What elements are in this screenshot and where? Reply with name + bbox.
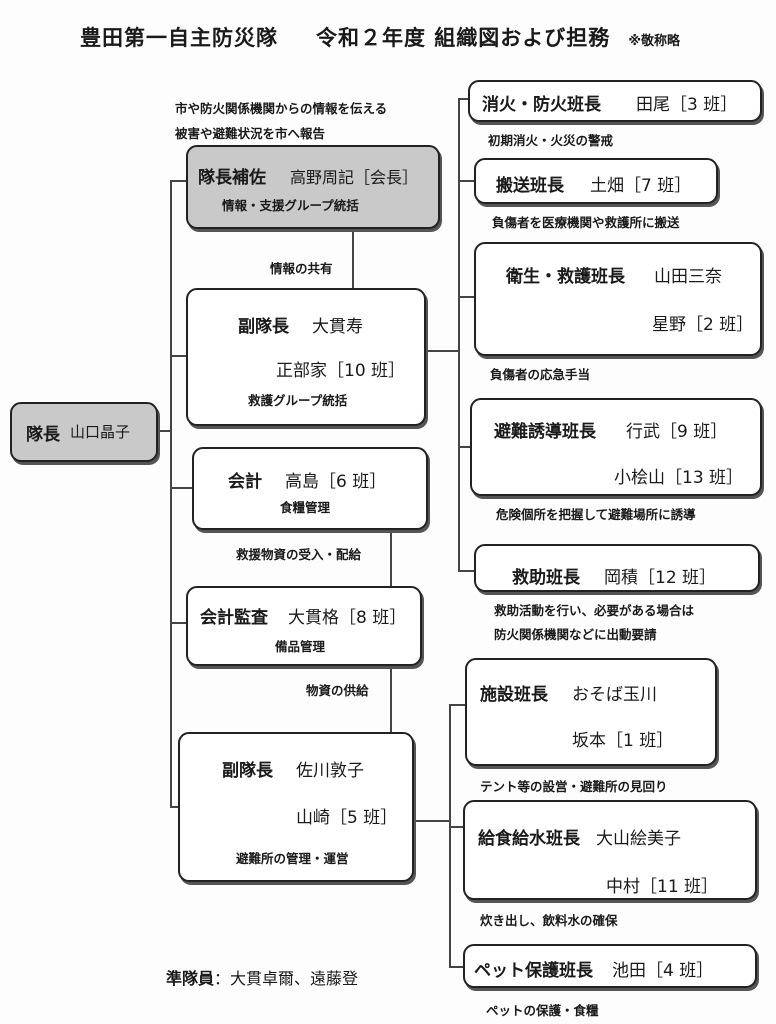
page-title: 豊田第一自主防災隊 令和２年度 組織図および担務 ※敬称略 [80, 22, 680, 52]
transport-name: 土畑［7 班］ [590, 176, 692, 196]
medical-connector [458, 296, 474, 298]
pet-connector [449, 966, 463, 968]
fire-duty: 初期消火・火災の警戒 [488, 133, 614, 148]
accounting-role: 会計 [228, 472, 262, 492]
fire-role: 消火・防火班長 [482, 95, 601, 115]
evac-duty: 危険個所を把握して避難場所に誘導 [496, 507, 696, 522]
facility-connector [449, 704, 465, 706]
auditor-name: 大貫格［8 班］ [288, 608, 407, 628]
pet-name: 池田［4 班］ [612, 961, 714, 981]
rescue-name: 岡積［12 班］ [604, 568, 717, 588]
leader-box [10, 402, 158, 462]
evac-name-2: 小桧山［13 班］ [614, 468, 744, 488]
medical-name-1: 山田三奈 [654, 267, 722, 287]
accounting-connector [170, 487, 192, 489]
vice1-duty: 救護グループ統括 [248, 393, 348, 408]
transport-role: 搬送班長 [496, 176, 564, 196]
org-subtitle: 令和２年度 組織図および担務 [316, 26, 611, 50]
vice1-right-connector [426, 350, 459, 352]
evac-connector [458, 446, 470, 448]
vice2-name-1: 佐川敦子 [296, 761, 364, 781]
transport-connector [458, 180, 474, 182]
facility-duty: テント等の設営・避難所の見回り [480, 779, 668, 794]
food-name-2: 中村［11 班］ [606, 877, 719, 897]
left-trunk-line [170, 180, 172, 807]
fire-box [468, 80, 762, 122]
food-role: 給食給水班長 [478, 829, 580, 849]
reserve-members: 準隊員：大貫卓爾、遠藤登 [166, 965, 358, 989]
honorific-note: ※敬称略 [628, 34, 680, 49]
auditor-role: 会計監査 [200, 608, 268, 628]
transport-box [474, 158, 718, 204]
pet-role: ペット保護班長 [474, 961, 593, 981]
transport-duty: 負傷者を医療機関や救護所に搬送 [492, 215, 680, 230]
medical-name-2: 星野［2 班］ [652, 315, 754, 335]
vice2-connector [170, 806, 178, 808]
rescue-box [474, 544, 760, 592]
rescue-duty-1: 救助活動を行い、必要がある場合は [494, 603, 695, 618]
pet-duty: ペットの保護・食糧 [486, 1003, 599, 1018]
pet-box [463, 944, 757, 988]
rescue-duty-2: 防火関係機関などに出動要請 [494, 627, 657, 642]
medical-duty: 負傷者の応急手当 [490, 367, 591, 382]
supply-line [390, 666, 392, 732]
evac-name-1: 行武［9 班］ [626, 422, 728, 442]
facility-role: 施設班長 [480, 685, 548, 705]
auditor-duty: 備品管理 [275, 639, 326, 654]
facility-name-2: 坂本［1 班］ [572, 731, 674, 751]
medical-box [474, 242, 762, 356]
info-share-label: 情報の共有 [270, 258, 333, 277]
leader-role: 隊長 [26, 425, 60, 445]
vice1-role: 副隊長 [238, 317, 289, 337]
auditor-box [186, 586, 422, 666]
relief-label: 救援物資の受入・配給 [236, 544, 362, 563]
auditor-connector [170, 622, 186, 624]
assistant-role: 隊長補佐 [198, 168, 266, 188]
fire-name: 田尾［3 班］ [636, 95, 738, 115]
vice2-right-connector [414, 820, 450, 822]
vice1-name-2: 正部家［10 班］ [276, 361, 406, 381]
assistant-box [186, 145, 440, 229]
right-trunk-upper [458, 98, 460, 572]
vice1-box [186, 288, 426, 426]
rescue-role: 救助班長 [512, 568, 580, 588]
info-share-line [352, 228, 354, 288]
medical-role: 衛生・救護班長 [506, 267, 625, 287]
assistant-name: 高野周記［会長］ [290, 168, 419, 187]
vice2-duty: 避難所の管理・運営 [236, 851, 349, 866]
evac-role: 避難誘導班長 [494, 422, 596, 442]
assistant-duty: 情報・支援グループ統括 [222, 198, 359, 213]
leader-connector [158, 430, 172, 432]
supply-label: 物資の供給 [306, 680, 369, 699]
assistant-connector [170, 180, 186, 182]
leader-name: 山口晶子 [70, 423, 131, 441]
food-connector [449, 826, 463, 828]
accounting-box [192, 447, 428, 530]
assistant-note-2: 被害や避難状況を市へ報告 [175, 126, 326, 141]
right-trunk-lower [449, 704, 451, 968]
evac-box [470, 398, 762, 496]
accounting-duty: 食糧管理 [280, 500, 331, 515]
accounting-name: 高島［6 班］ [285, 472, 387, 492]
facility-box [465, 658, 717, 766]
vice1-name-1: 大貫寿 [312, 317, 363, 337]
reserve-names: ：大貫卓爾、遠藤登 [214, 969, 359, 988]
vice2-box [178, 732, 414, 882]
vice2-role: 副隊長 [222, 761, 273, 781]
org-name: 豊田第一自主防災隊 [80, 26, 278, 50]
food-duty: 炊き出し、飲料水の確保 [480, 913, 618, 928]
assistant-note-1: 市や防火関係機関からの情報を伝える [175, 101, 388, 116]
relief-line [390, 530, 392, 586]
vice1-connector [170, 355, 186, 357]
rescue-connector [458, 570, 474, 572]
fire-connector [458, 98, 468, 100]
food-box [463, 800, 757, 900]
vice2-name-2: 山崎［5 班］ [296, 808, 398, 828]
facility-name-1: おそば玉川 [572, 685, 657, 705]
reserve-label: 準隊員 [166, 969, 215, 988]
food-name-1: 大山絵美子 [596, 829, 681, 849]
